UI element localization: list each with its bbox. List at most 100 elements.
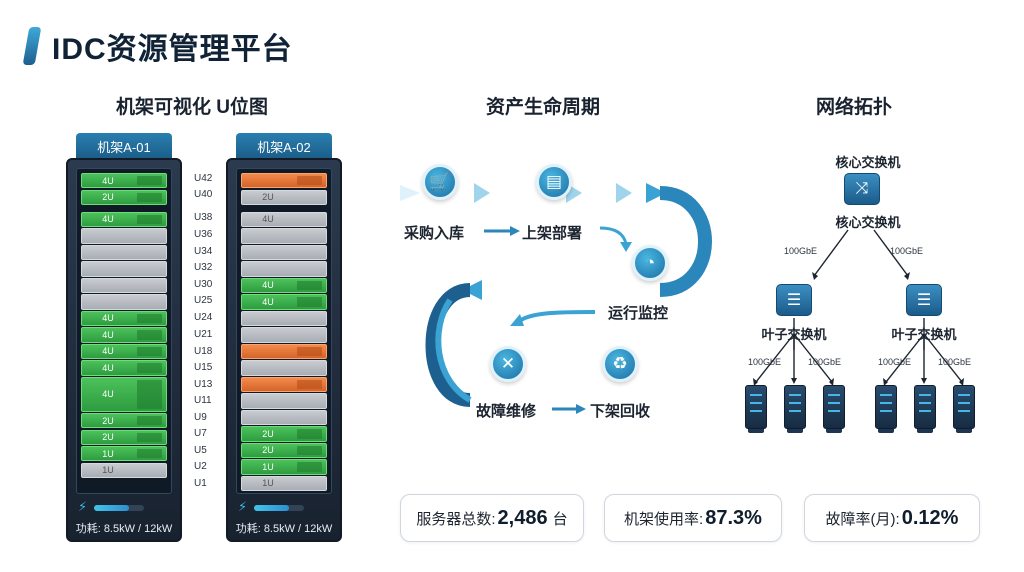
stat-unit: 台 bbox=[552, 510, 568, 528]
rack-slot-orange[interactable] bbox=[241, 173, 327, 189]
slot-status-led bbox=[137, 264, 162, 273]
rack-tab-a02[interactable]: 机架A-02 bbox=[236, 133, 332, 159]
slot-size-label: 1U bbox=[102, 448, 114, 459]
rack-slot-green[interactable]: 4U bbox=[81, 310, 167, 327]
u-label: U13 bbox=[194, 379, 213, 390]
rack-slot-green[interactable]: 4U bbox=[241, 277, 327, 294]
server-led bbox=[958, 394, 970, 396]
rack-slot-green[interactable]: 4U bbox=[81, 211, 167, 228]
rack-slot-gray[interactable] bbox=[241, 310, 327, 327]
rack-slot-gray[interactable]: 2U bbox=[241, 189, 327, 205]
rack-tab-a01[interactable]: 机架A-01 bbox=[76, 133, 172, 159]
rack-slot-gray[interactable] bbox=[81, 261, 167, 277]
rack-slot-gray[interactable] bbox=[241, 409, 327, 426]
server-icon[interactable] bbox=[953, 385, 975, 433]
rack-slot-green[interactable]: 4U bbox=[81, 327, 167, 343]
gauge-icon[interactable]: ◔ bbox=[632, 245, 668, 281]
u-label: U9 bbox=[194, 412, 207, 423]
rack-slot-gray[interactable] bbox=[241, 228, 327, 244]
u-label: U24 bbox=[194, 312, 213, 323]
server-stack-icon[interactable]: ▤ bbox=[536, 164, 572, 200]
slot-size-label: 2U bbox=[102, 415, 114, 426]
slot-size-label: 4U bbox=[262, 296, 274, 307]
link-speed-label: 100GbE bbox=[748, 357, 782, 367]
u-label: U36 bbox=[194, 229, 213, 240]
lifecycle-step-deploy: 上架部署 bbox=[522, 225, 583, 242]
server-icon[interactable] bbox=[823, 385, 845, 433]
recycle-bin-icon[interactable]: ♻ bbox=[602, 346, 638, 382]
slot-status-led bbox=[297, 314, 322, 323]
rack-slot-gray[interactable] bbox=[81, 277, 167, 294]
rack-slot-green[interactable]: 4U bbox=[241, 294, 327, 310]
power-bolt-icon: ⚡ bbox=[238, 499, 248, 514]
leaf-switch-icon[interactable]: ☰ bbox=[776, 284, 812, 316]
server-foot bbox=[956, 429, 972, 433]
slot-size-label: 2U bbox=[262, 445, 274, 456]
slot-status-led bbox=[296, 346, 322, 357]
rack-slot-green[interactable]: 2U bbox=[81, 429, 167, 445]
power-bar bbox=[254, 505, 304, 511]
rack-slot-gray[interactable] bbox=[241, 261, 327, 277]
slot-status-led bbox=[136, 449, 162, 459]
core-switch-icon[interactable]: ⤨ bbox=[844, 173, 880, 205]
rack-slot-green[interactable]: 2U bbox=[241, 442, 327, 459]
power-bar-fill bbox=[94, 505, 130, 511]
rack-slot-orange[interactable] bbox=[241, 343, 327, 360]
slot-size-label: 1U bbox=[262, 461, 274, 472]
leaf-switch-icon[interactable]: ☰ bbox=[906, 284, 942, 316]
rack-slot-green[interactable]: 4U bbox=[81, 173, 167, 189]
stat-rack-utilization: 机架使用率: 87.3% bbox=[604, 494, 782, 542]
rack-slot-green[interactable]: 4U bbox=[81, 343, 167, 360]
server-icon[interactable] bbox=[914, 385, 936, 433]
rack-slot-green[interactable]: 1U bbox=[81, 446, 167, 462]
rack-slot-gray[interactable]: 1U bbox=[81, 462, 167, 478]
rack-slot-green[interactable]: 2U bbox=[241, 426, 327, 442]
rack-slot-green[interactable]: 2U bbox=[81, 413, 167, 429]
rack-slot-gray[interactable] bbox=[81, 228, 167, 244]
slot-status-led bbox=[297, 396, 322, 405]
rack-slot-gray[interactable] bbox=[81, 294, 167, 310]
rack-slot-gray[interactable] bbox=[241, 244, 327, 261]
stat-label: 机架使用率: bbox=[624, 510, 704, 528]
rack-slot-green[interactable]: 1U bbox=[241, 459, 327, 475]
slot-size-label: 4U bbox=[102, 362, 114, 373]
rack-slot-orange[interactable] bbox=[241, 376, 327, 393]
stat-label: 故障率(月): bbox=[825, 510, 900, 528]
rack-power-meter: ⚡ bbox=[76, 499, 172, 516]
server-foot bbox=[748, 429, 764, 433]
stat-value: 0.12% bbox=[901, 506, 959, 529]
rack-slot-green[interactable]: 4U bbox=[81, 376, 167, 412]
leaf-switch-label: 叶子交换机 bbox=[761, 327, 827, 342]
rack-slot-green[interactable]: 4U bbox=[81, 360, 167, 376]
server-icon[interactable] bbox=[745, 385, 767, 433]
slot-size-label: 2U bbox=[262, 428, 274, 439]
lifecycle-step-monitor: 运行监控 bbox=[608, 305, 669, 322]
slot-size-label: 4U bbox=[102, 313, 114, 324]
section-title-lifecycle: 资产生命周期 bbox=[486, 97, 601, 118]
rack-slot-gray[interactable]: 4U bbox=[241, 211, 327, 228]
rack-slot-gray[interactable] bbox=[241, 327, 327, 343]
rack-slot-gray[interactable]: 1U bbox=[241, 475, 327, 492]
u-label: U7 bbox=[194, 428, 207, 439]
server-icon[interactable] bbox=[875, 385, 897, 433]
rack-slot-gray[interactable] bbox=[81, 244, 167, 261]
server-foot bbox=[878, 429, 894, 433]
server-icon[interactable] bbox=[784, 385, 806, 433]
slot-status-led bbox=[296, 445, 322, 456]
slot-status-led bbox=[296, 280, 322, 291]
slot-status-led bbox=[137, 281, 162, 290]
server-foot bbox=[787, 429, 803, 433]
rack-slot-gray[interactable] bbox=[241, 393, 327, 409]
slot-size-label: 4U bbox=[102, 389, 114, 400]
link-speed-label: 100GbE bbox=[784, 246, 818, 256]
server-led bbox=[880, 410, 892, 412]
cart-icon[interactable]: 🛒 bbox=[422, 164, 458, 200]
rack-slot-gray[interactable] bbox=[241, 360, 327, 376]
server-led bbox=[919, 410, 931, 412]
rack-slot-green[interactable]: 2U bbox=[81, 189, 167, 205]
tools-icon[interactable]: ✕ bbox=[490, 346, 526, 382]
network-links bbox=[753, 229, 964, 386]
slot-status-led bbox=[297, 330, 322, 339]
